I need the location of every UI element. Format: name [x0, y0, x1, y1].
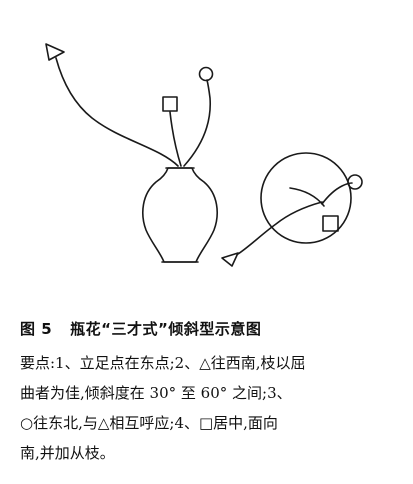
figure-caption: 图 5 瓶花“三才式”倾斜型示意图: [20, 318, 261, 339]
plan-triangle-icon: [221, 252, 239, 267]
circle-icon: [198, 66, 214, 82]
vase: [142, 167, 218, 263]
description: 要点:1、立足点在东点;2、△往西南,枝以屈 曲者为佳,倾斜度在 30° 至 6…: [20, 348, 406, 468]
vase-body: [142, 167, 218, 263]
triangle-icon: [45, 43, 65, 61]
vase-stems: [55, 57, 211, 167]
plan-center-branch: [289, 187, 325, 207]
plan-circle-icon: [347, 174, 363, 190]
vase-rim-circle: [260, 152, 352, 244]
square-icon: [162, 96, 178, 112]
triangle-branch: [55, 57, 179, 167]
plan-square-icon: [322, 215, 339, 232]
plan-triangle-branch: [237, 201, 323, 255]
figure-number: 图 5: [20, 320, 53, 338]
circle-stem: [183, 79, 211, 167]
ikebana-diagram: [45, 43, 363, 267]
figure-title: 瓶花“三才式”倾斜型示意图: [70, 320, 262, 338]
plan-circle-branch: [321, 182, 353, 205]
description-line: 南,并加从枝。: [20, 444, 115, 462]
description-line: 要点:1、立足点在东点;2、△往西南,枝以屈: [20, 354, 306, 372]
top-view: [221, 152, 363, 267]
square-stem: [169, 111, 182, 167]
description-line: 曲者为佳,倾斜度在 30° 至 60° 之间;3、: [20, 384, 292, 402]
description-line: ○往东北,与△相互呼应;4、□居中,面向: [20, 414, 278, 432]
